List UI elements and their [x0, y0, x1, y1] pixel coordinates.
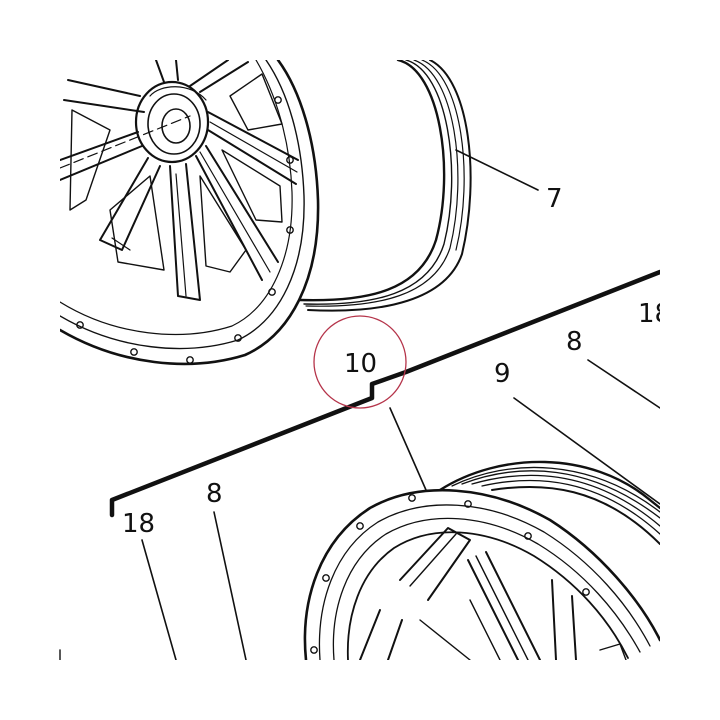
callout-7: 7 — [546, 184, 563, 214]
callout-18-left: 18 — [122, 509, 155, 539]
crop-mask-right — [660, 0, 720, 720]
leader-7 — [455, 149, 539, 191]
upper-rim-flange — [60, 60, 320, 366]
callout-10: 10 — [344, 349, 377, 379]
section-divider-line — [109, 269, 663, 518]
callout-8-right: 8 — [566, 327, 583, 357]
leader-lines — [141, 149, 661, 661]
leader-8-right — [587, 359, 661, 409]
crop-mask-bottom — [0, 660, 720, 720]
leader-18-left — [141, 539, 177, 661]
callout-8-left: 8 — [206, 479, 223, 509]
lower-rim-bolts — [310, 494, 590, 654]
upper-wheel-hub — [134, 80, 210, 164]
lower-wheel-assembly — [303, 460, 660, 660]
upper-rim-bolts — [76, 96, 294, 364]
upper-wheel-assembly — [60, 60, 472, 366]
upper-rim-barrel — [298, 60, 472, 312]
highlight-circle — [313, 315, 407, 409]
callout-9: 9 — [494, 359, 511, 389]
leader-8-left — [213, 511, 247, 661]
leader-10 — [389, 407, 427, 491]
callout-labels: 7 18 8 10 9 8 18 — [122, 184, 671, 539]
leader-9 — [513, 397, 661, 505]
upper-wheel-spokes — [60, 60, 299, 301]
